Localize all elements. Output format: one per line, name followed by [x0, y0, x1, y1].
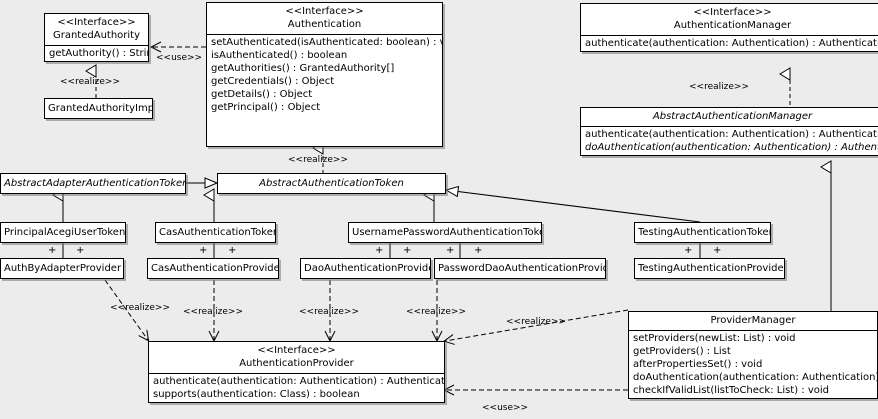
- class-name: AbstractAdapterAuthenticationToken: [4, 178, 186, 189]
- class-box-testing-authentication-token[interactable]: TestingAuthenticationToken: [634, 222, 771, 243]
- class-separator: [45, 45, 148, 46]
- class-box-username-password-authentication-token[interactable]: UsernamePasswordAuthenticationToken: [348, 222, 542, 243]
- class-box-abstract-authentication-token[interactable]: AbstractAuthenticationToken: [217, 173, 446, 194]
- visibility-marker: +: [199, 245, 208, 256]
- visibility-marker: +: [474, 245, 483, 256]
- edge-label-realize-abstract-authentication-token: <<realize>>: [288, 155, 348, 165]
- class-box-granted-authority-impl[interactable]: GrantedAuthorityImpl: [44, 98, 153, 119]
- class-header: <<Interface>> Authentication: [207, 3, 442, 34]
- class-separator: [629, 330, 877, 331]
- class-name: CasAuthenticationProvider: [151, 263, 279, 274]
- class-box-provider-manager[interactable]: ProviderManager setProviders(newList: Li…: [628, 311, 878, 399]
- visibility-marker: +: [403, 245, 412, 256]
- class-name: AuthenticationProvider: [239, 358, 354, 369]
- class-box-principal-acegi-user-token[interactable]: PrincipalAcegiUserToken: [0, 222, 126, 243]
- class-stereotype: <<Interface>>: [57, 17, 136, 28]
- class-operations: setProviders(newList: List) : void getPr…: [629, 331, 877, 398]
- class-stereotype: <<Interface>>: [257, 345, 336, 356]
- class-operations: getAuthority() : String: [45, 46, 148, 61]
- edge-label-use-provider-manager: <<use>>: [482, 403, 529, 413]
- class-separator: [207, 34, 442, 35]
- class-name: ProviderManager: [710, 315, 796, 326]
- operation: doAuthentication(authentication: Authent…: [633, 372, 878, 383]
- operation: supports(authentication: Class) : boolea…: [153, 389, 360, 400]
- operation: getPrincipal() : Object: [211, 102, 321, 113]
- class-name: PasswordDaoAuthenticationProvider: [438, 263, 606, 274]
- class-header: <<Interface>> AuthenticationManager: [581, 4, 878, 35]
- class-operations: authenticate(authentication: Authenticat…: [149, 374, 444, 402]
- class-operations: setAuthenticated(isAuthenticated: boolea…: [207, 35, 442, 115]
- class-separator: [149, 373, 444, 374]
- class-stereotype: <<Interface>>: [693, 7, 772, 18]
- operation: isAuthenticated() : boolean: [211, 50, 348, 61]
- visibility-marker: +: [228, 245, 237, 256]
- class-name: GrantedAuthority: [52, 30, 141, 41]
- edge-label-realize-cas-authentication-provider: <<realize>>: [183, 307, 243, 317]
- operation: getAuthorities() : GrantedAuthority[]: [211, 63, 395, 74]
- class-name: PrincipalAcegiUserToken: [4, 227, 126, 238]
- edge-label-use-granted-authority: <<use>>: [156, 53, 203, 63]
- class-header: ProviderManager: [629, 312, 877, 330]
- class-operations: authenticate(authentication: Authenticat…: [581, 36, 878, 51]
- class-box-granted-authority[interactable]: <<Interface>> GrantedAuthority getAuthor…: [44, 13, 149, 62]
- class-separator: [581, 126, 878, 127]
- class-header: AbstractAuthenticationManager: [581, 108, 878, 126]
- operation: setAuthenticated(isAuthenticated: boolea…: [211, 37, 443, 48]
- class-box-cas-authentication-provider[interactable]: CasAuthenticationProvider: [147, 258, 279, 279]
- class-name: GrantedAuthorityImpl: [48, 103, 153, 114]
- operation: authenticate(authentication: Authenticat…: [585, 129, 878, 140]
- class-box-abstract-authentication-manager[interactable]: AbstractAuthenticationManager authentica…: [580, 107, 878, 156]
- class-box-authentication[interactable]: <<Interface>> Authentication setAuthenti…: [206, 2, 443, 147]
- class-header: <<Interface>> GrantedAuthority: [45, 14, 148, 45]
- operation: checkIfValidList(listToCheck: List) : vo…: [633, 385, 830, 396]
- operation: getDetails() : Object: [211, 89, 313, 100]
- class-name: UsernamePasswordAuthenticationToken: [352, 227, 542, 238]
- class-name: DaoAuthenticationProvider: [304, 263, 431, 274]
- operation: getAuthority() : String: [49, 48, 149, 59]
- operation: getCredentials() : Object: [211, 76, 335, 87]
- operation: authenticate(authentication: Authenticat…: [585, 38, 878, 49]
- operation: setProviders(newList: List) : void: [633, 333, 796, 344]
- class-separator: [581, 35, 878, 36]
- class-stereotype: <<Interface>>: [285, 6, 364, 17]
- class-box-authentication-manager[interactable]: <<Interface>> AuthenticationManager auth…: [580, 3, 878, 52]
- visibility-marker: +: [713, 245, 722, 256]
- operation: doAuthentication(authentication: Authent…: [585, 142, 878, 153]
- class-box-abstract-adapter-authentication-token[interactable]: AbstractAdapterAuthenticationToken: [0, 173, 186, 194]
- class-name: Authentication: [287, 19, 362, 30]
- class-box-authentication-provider[interactable]: <<Interface>> AuthenticationProvider aut…: [148, 341, 445, 403]
- operation: authenticate(authentication: Authenticat…: [153, 376, 445, 387]
- edge-label-realize-dao-authentication-provider: <<realize>>: [299, 307, 359, 317]
- edge-label-realize-auth-by-adapter-provider: <<realize>>: [110, 303, 170, 313]
- edge-label-realize-password-dao-authentication-provider: <<realize>>: [406, 307, 466, 317]
- visibility-marker: +: [446, 245, 455, 256]
- class-name: AuthenticationManager: [673, 20, 792, 31]
- class-name: AuthByAdapterProvider: [4, 263, 122, 274]
- class-name: CasAuthenticationToken: [159, 227, 276, 238]
- class-name: TestingAuthenticationToken: [638, 227, 771, 238]
- class-name: AbstractAuthenticationToken: [259, 178, 404, 189]
- edge-label-realize-provider-manager: <<realize>>: [506, 317, 566, 327]
- visibility-marker: +: [48, 245, 57, 256]
- operation: getProviders() : List: [633, 346, 731, 357]
- class-header: <<Interface>> AuthenticationProvider: [149, 342, 444, 373]
- class-name: AbstractAuthenticationManager: [652, 111, 813, 122]
- visibility-marker: +: [375, 245, 384, 256]
- class-box-dao-authentication-provider[interactable]: DaoAuthenticationProvider: [300, 258, 431, 279]
- class-box-auth-by-adapter-provider[interactable]: AuthByAdapterProvider: [0, 258, 124, 279]
- visibility-marker: +: [684, 245, 693, 256]
- class-box-password-dao-authentication-provider[interactable]: PasswordDaoAuthenticationProvider: [434, 258, 606, 279]
- operation: afterPropertiesSet() : void: [633, 359, 763, 370]
- edge-label-realize-abstract-authentication-manager: <<realize>>: [689, 82, 749, 92]
- class-box-testing-authentication-provider[interactable]: TestingAuthenticationProvider: [634, 258, 785, 279]
- class-operations: authenticate(authentication: Authenticat…: [581, 127, 878, 155]
- class-name: TestingAuthenticationProvider: [638, 263, 785, 274]
- class-box-cas-authentication-token[interactable]: CasAuthenticationToken: [155, 222, 276, 243]
- edge-label-realize-granted-authority-impl: <<realize>>: [60, 77, 120, 87]
- visibility-marker: +: [76, 245, 85, 256]
